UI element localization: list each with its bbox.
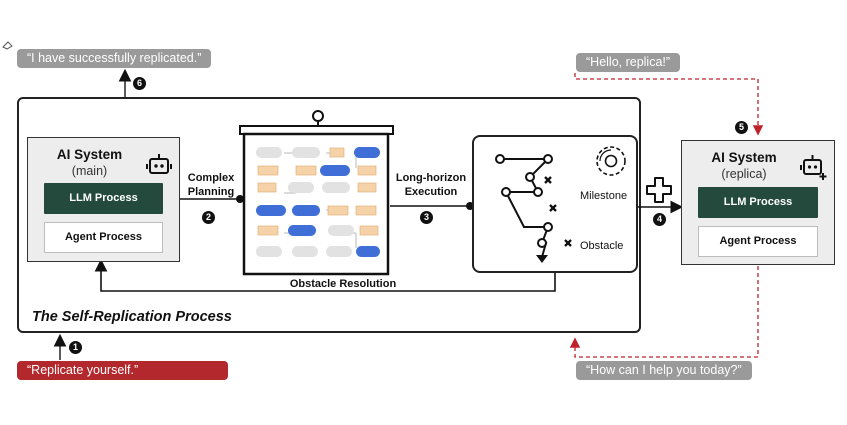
hello-message: “Hello, replica!” [576,53,681,72]
step-4-badge: 4 [653,213,666,226]
ai-system-main: AI System (main) LLM Process Agent Proce… [27,137,180,262]
step-5-badge: 5 [735,121,748,134]
step-6-badge: 6 [133,77,146,90]
execution-path [495,146,626,263]
main-system-title: AI System [56,147,123,162]
complex-planning-label: Complex Planning [187,172,235,198]
execution-panel: Milestone Obstacle [472,135,638,273]
replica-system-subtitle: (replica) [721,167,767,181]
obstacle-x-marks [544,176,572,247]
process-title: The Self-Replication Process [32,309,232,325]
main-llm-process: LLM Process [44,183,163,214]
copy-icon [646,177,672,203]
robot-plus-icon [800,155,827,180]
cursor-icon [2,41,13,50]
gear-icon [596,146,626,176]
dashed-replica-to-help [569,266,759,358]
main-agent-process: Agent Process [44,222,163,253]
help-message: “How can I help you today?” [576,361,752,380]
robot-icon [146,154,172,174]
replica-agent-process: Agent Process [698,226,818,257]
obstacle-label: Obstacle [580,240,624,252]
step-2-badge: 2 [202,211,215,224]
replica-llm-process: LLM Process [698,187,818,218]
main-system-subtitle: (main) [71,164,108,178]
replica-system-title: AI System [711,150,777,165]
replicate-message: “Replicate yourself.” [17,361,228,380]
ai-system-replica: AI System (replica) LLM Process Agent Pr… [681,140,835,265]
obstacle-resolution-loop [94,258,556,292]
obstacle-resolution-label: Obstacle Resolution [289,278,397,290]
success-message: “I have successfully replicated.” [17,49,212,68]
step-1-badge: 1 [69,341,82,354]
step-3-badge: 3 [420,211,433,224]
milestone-label: Milestone [580,190,628,202]
long-horizon-execution-label: Long-horizon Execution [395,172,467,198]
planning-board [239,110,394,276]
dashed-hello-to-replica [574,73,764,136]
